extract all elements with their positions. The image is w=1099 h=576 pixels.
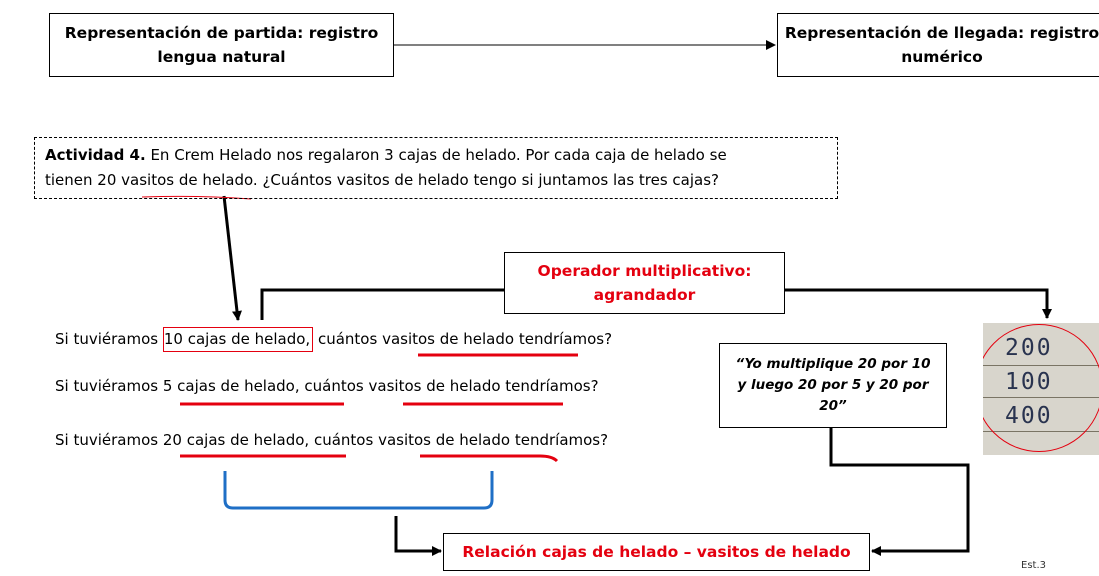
activity-underlined-vasitos: vasitos de helado xyxy=(121,171,253,189)
quote-to-relation-arrow xyxy=(829,428,970,556)
start-representation-line2: lengua natural xyxy=(157,48,286,66)
operator-line1: Operador multiplicativo: xyxy=(537,262,752,280)
question-vasitos: vasitos de helado xyxy=(368,377,501,395)
question-middle: cuántos xyxy=(299,377,369,395)
question-5-boxes: Si tuviéramos 5 cajas de helado, cuántos… xyxy=(55,377,599,395)
question-prefix: Si tuviéramos xyxy=(55,431,163,449)
question-boxes-highlight: 10 cajas de helado, xyxy=(162,327,314,352)
quote-line1: “Yo multiplique 20 por 10 xyxy=(735,356,931,372)
question-middle: cuántos xyxy=(309,431,379,449)
question-vasitos: vasitos de helado xyxy=(382,330,515,348)
end-representation-box: Representación de llegada: registro numé… xyxy=(777,13,1099,77)
question-prefix: Si tuviéramos xyxy=(55,377,163,395)
question-20-boxes: Si tuviéramos 20 cajas de helado, cuánto… xyxy=(55,431,608,449)
quote-line2: y luego 20 por 5 y 20 por xyxy=(737,377,929,393)
question-suffix: tendríamos? xyxy=(500,377,599,395)
question-boxes: 20 cajas de helado, xyxy=(162,431,310,449)
end-representation-line2: numérico xyxy=(901,48,983,66)
start-representation-box: Representación de partida: registro leng… xyxy=(49,13,394,77)
operator-line2: agrandador xyxy=(593,286,696,304)
question-vasitos: vasitos de helado xyxy=(378,431,511,449)
question-10-boxes: Si tuviéramos 10 cajas de helado, cuánto… xyxy=(55,327,613,352)
red-highlight-circle xyxy=(983,324,1099,452)
activity-line-2: tienen 20 vasitos de helado. ¿Cuántos va… xyxy=(45,168,827,193)
activity-text-line2-after: . ¿Cuántos vasitos de helado tengo si ju… xyxy=(252,171,720,189)
activity-statement-box: Actividad 4. En Crem Helado nos regalaro… xyxy=(34,137,838,199)
question-prefix: Si tuviéramos xyxy=(55,330,163,348)
bracket-to-relation-arrow xyxy=(394,516,442,556)
relation-box: Relación cajas de helado – vasitos de he… xyxy=(443,533,870,571)
question-middle: cuántos xyxy=(313,330,383,348)
student-quote-box: “Yo multiplique 20 por 10 y luego 20 por… xyxy=(719,343,947,428)
question-suffix: tendríamos? xyxy=(510,431,609,449)
end-representation-line1: Representación de llegada: registro xyxy=(784,24,1099,42)
question-suffix: tendríamos? xyxy=(514,330,613,348)
q3-vasitos-underline xyxy=(420,454,559,463)
activity-text-line2-before: tienen 20 xyxy=(45,171,122,189)
quote-line3: 20” xyxy=(819,398,847,414)
figure-caption: Est.3 xyxy=(1021,560,1046,571)
blue-grouping-bracket xyxy=(223,471,494,510)
start-representation-line1: Representación de partida: registro xyxy=(64,24,379,42)
relation-label: Relación cajas de helado – vasitos de he… xyxy=(462,543,851,561)
multiplicative-operator-box: Operador multiplicativo: agrandador xyxy=(504,252,785,314)
activity-to-question-arrow xyxy=(222,195,242,321)
handwritten-answers-photo: 200 100 400 xyxy=(983,323,1099,455)
activity-title: Actividad 4. xyxy=(45,146,146,164)
activity-text-line1: En Crem Helado nos regalaron 3 cajas de … xyxy=(145,146,727,164)
question-boxes: 5 cajas de helado, xyxy=(162,377,300,395)
activity-line-1: Actividad 4. En Crem Helado nos regalaro… xyxy=(45,143,827,168)
